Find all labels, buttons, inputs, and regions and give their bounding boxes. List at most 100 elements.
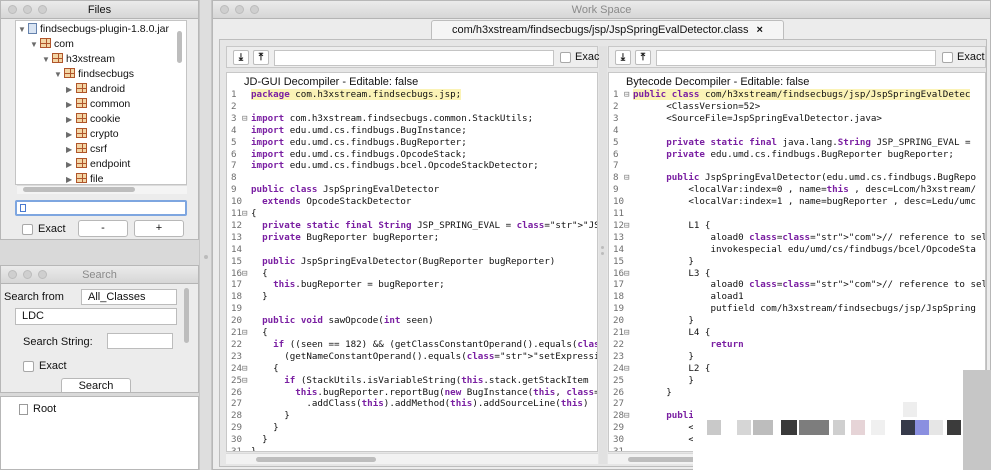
- search-from-select[interactable]: All_Classes: [81, 289, 177, 305]
- tree-item[interactable]: ▼h3xstream: [42, 52, 115, 67]
- right-pane-search-input[interactable]: [656, 50, 936, 66]
- fold-marker-icon[interactable]: ⊟: [624, 267, 630, 279]
- upload-icon[interactable]: ⤒: [253, 50, 269, 65]
- left-exact-checkbox[interactable]: [560, 52, 571, 63]
- tree-item[interactable]: ▶common: [66, 97, 130, 112]
- collapsed-triangle-icon[interactable]: ▶: [66, 160, 73, 169]
- expand-button[interactable]: +: [134, 220, 184, 237]
- search-type-select[interactable]: LDC: [15, 308, 177, 325]
- code-text: <SourceFile=JspSpringEvalDetector.java>: [633, 112, 882, 124]
- tree-item[interactable]: ▶cookie: [66, 112, 120, 127]
- tree-item[interactable]: ▼com: [30, 37, 74, 52]
- files-titlebar[interactable]: Files: [1, 1, 198, 19]
- collapsed-triangle-icon[interactable]: ▶: [66, 115, 73, 124]
- search-titlebar[interactable]: Search: [1, 266, 198, 284]
- code-text: import edu.umd.cs.findbugs.BugReporter;: [251, 136, 467, 148]
- fold-marker-icon[interactable]: ⊟: [242, 327, 248, 338]
- fold-marker-icon[interactable]: ⊟: [624, 172, 630, 184]
- zoom-window-icon[interactable]: [38, 270, 47, 279]
- code-line: 28 }: [227, 410, 597, 421]
- package-icon: [76, 98, 87, 108]
- left-horizontal-scrollbar[interactable]: [256, 457, 376, 462]
- fold-marker-icon[interactable]: ⊟: [624, 327, 630, 338]
- line-number: 6: [231, 148, 237, 160]
- fold-marker-icon[interactable]: ⊟: [242, 362, 248, 374]
- collapse-button[interactable]: -: [78, 220, 128, 237]
- upload-icon[interactable]: ⤒: [635, 50, 651, 65]
- fold-marker-icon[interactable]: ⊟: [242, 208, 248, 219]
- zoom-window-icon[interactable]: [250, 5, 259, 14]
- fold-marker-icon[interactable]: ⊟: [242, 267, 248, 279]
- bytecode-code-view[interactable]: Bytecode Decompiler - Editable: false 1⊟…: [608, 72, 986, 452]
- tree-item[interactable]: ▶csrf: [66, 142, 107, 157]
- root-item[interactable]: Root: [33, 403, 57, 415]
- workspace-titlebar[interactable]: Work Space: [213, 1, 990, 19]
- download-icon[interactable]: ⤓: [615, 50, 631, 65]
- minimize-window-icon[interactable]: [23, 270, 32, 279]
- line-number: 24: [231, 362, 243, 374]
- code-text: private edu.umd.cs.findbugs.BugReporter …: [666, 148, 954, 160]
- close-window-icon[interactable]: [8, 5, 17, 14]
- tree-item[interactable]: ▶file: [66, 172, 103, 184]
- collapsed-triangle-icon[interactable]: ▶: [66, 145, 73, 154]
- line-number: 11: [231, 208, 243, 219]
- minimize-window-icon[interactable]: [235, 5, 244, 14]
- fold-marker-icon[interactable]: ⊟: [624, 89, 630, 100]
- search-string-input[interactable]: [107, 333, 173, 349]
- collapsed-triangle-icon[interactable]: ▶: [66, 130, 73, 139]
- root-panel: Root: [0, 396, 199, 470]
- fold-marker-icon[interactable]: ⊟: [624, 362, 630, 374]
- tree-item[interactable]: ▶crypto: [66, 127, 119, 142]
- download-icon[interactable]: ⤓: [233, 50, 249, 65]
- code-line: 17 aload0 class=class="str">"com">// ref…: [609, 279, 985, 290]
- fold-marker-icon[interactable]: ⊟: [624, 410, 630, 422]
- close-window-icon[interactable]: [220, 5, 229, 14]
- fold-marker-icon[interactable]: ⊟: [624, 219, 630, 231]
- tree-item[interactable]: ▶android: [66, 82, 125, 97]
- search-scrollbar[interactable]: [184, 288, 189, 343]
- code-text: return: [710, 338, 744, 350]
- tree-item-label: findsecbugs-plugin-1.8.0.jar: [40, 23, 169, 35]
- tree-horizontal-scrollbar[interactable]: [23, 187, 135, 192]
- expanded-triangle-icon[interactable]: ▼: [18, 25, 26, 34]
- expanded-triangle-icon[interactable]: ▼: [30, 40, 38, 49]
- code-line: 23 (getNameConstantOperand().equals(clas…: [227, 351, 597, 362]
- code-text: }: [251, 446, 257, 452]
- line-number: 1: [231, 89, 237, 100]
- search-exact-checkbox[interactable]: [23, 361, 34, 372]
- code-text: L1 {: [633, 219, 711, 231]
- close-window-icon[interactable]: [8, 270, 17, 279]
- right-horizontal-scrollbar[interactable]: [628, 457, 698, 462]
- left-pane-search-input[interactable]: [274, 50, 554, 66]
- code-text: }: [633, 255, 694, 267]
- tree-item[interactable]: ▶endpoint: [66, 157, 130, 172]
- fold-marker-icon[interactable]: ⊟: [242, 374, 248, 386]
- code-text: {: [251, 267, 268, 279]
- search-button[interactable]: Search: [61, 378, 131, 392]
- minimize-window-icon[interactable]: [23, 5, 32, 14]
- collapsed-triangle-icon[interactable]: ▶: [66, 100, 73, 109]
- tree-vertical-scrollbar[interactable]: [177, 31, 182, 63]
- collapsed-triangle-icon[interactable]: ▶: [66, 85, 73, 94]
- tree-item[interactable]: ▼findsecbugs: [54, 67, 134, 82]
- right-exact-checkbox[interactable]: [942, 52, 953, 63]
- tree-item[interactable]: ▼ findsecbugs-plugin-1.8.0.jar: [18, 22, 169, 37]
- collapsed-triangle-icon[interactable]: ▶: [66, 175, 73, 184]
- expanded-triangle-icon[interactable]: ▼: [54, 70, 62, 79]
- editor-tab[interactable]: com/h3xstream/findsecbugs/jsp/JspSpringE…: [431, 20, 784, 39]
- split-divider[interactable]: [199, 0, 212, 470]
- line-number: 31: [231, 446, 243, 452]
- fold-marker-icon[interactable]: ⊟: [242, 112, 248, 124]
- tree-filter-input[interactable]: [15, 200, 187, 216]
- expanded-triangle-icon[interactable]: ▼: [42, 55, 50, 64]
- close-tab-icon[interactable]: ×: [756, 24, 763, 36]
- files-exact-checkbox[interactable]: [22, 224, 33, 235]
- zoom-window-icon[interactable]: [38, 5, 47, 14]
- file-tree[interactable]: ▼findsecbugs-plugin-1.8.0.jar▼com▼h3xstr…: [15, 20, 187, 185]
- pane-split-divider[interactable]: [599, 46, 607, 464]
- code-line: 14: [227, 244, 597, 255]
- code-line: 6 private edu.umd.cs.findbugs.BugReporte…: [609, 149, 985, 160]
- package-icon: [76, 158, 87, 168]
